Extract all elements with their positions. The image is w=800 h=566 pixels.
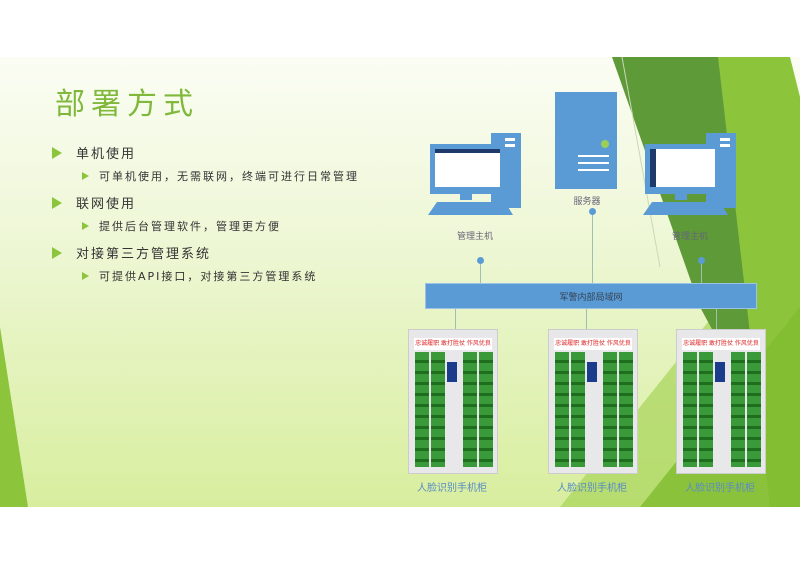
network-bar: 军警内部局域网 [425,283,757,309]
cabinet-banner: 忠诚履职 敢打胜仗 作风优良 [682,338,760,350]
locker-column [415,352,429,467]
server-icon [555,92,617,189]
phone-cabinet: 忠诚履职 敢打胜仗 作风优良 [548,329,638,474]
sub-bullet-label: 提供后台管理软件，管理更方便 [99,220,281,233]
connector-line [455,309,456,329]
sub-bullet: 提供后台管理软件，管理更方便 [82,218,281,234]
locker-column [731,352,745,467]
bullet-triangle-icon [52,196,62,209]
connector-dot [477,257,484,264]
bullet-label: 单机使用 [76,147,137,162]
computer-icon [643,133,736,215]
locker-column [463,352,477,467]
cabinet-banner: 忠诚履职 敢打胜仗 作风优良 [554,338,632,350]
connector-line [586,309,587,329]
face-scanner-screen [447,362,457,382]
locker-column [683,352,697,467]
connector-line [592,214,593,283]
connector-line [716,309,717,329]
cabinet-label: 人脸识别手机柜 [685,483,755,494]
slide: 部署方式 单机使用 可单机使用，无需联网，终端可进行日常管理 联网使用 提供后台… [0,57,800,507]
face-scanner-screen [715,362,725,382]
bullet-triangle-icon [82,222,89,230]
locker-column [619,352,633,467]
cabinet-label: 人脸识别手机柜 [557,483,627,494]
page-title: 部署方式 [55,87,199,122]
host-left-label: 管理主机 [456,232,493,242]
bullet-third-party: 对接第三方管理系统 [52,243,211,262]
sub-bullet-label: 可提供API接口，对接第三方管理系统 [99,270,318,283]
connector-dot [589,208,596,215]
phone-cabinet: 忠诚履职 敢打胜仗 作风优良 [408,329,498,474]
host-right-label: 管理主机 [671,232,708,242]
locker-column [571,352,585,467]
connector-line [701,260,702,283]
phone-cabinet: 忠诚履职 敢打胜仗 作风优良 [676,329,766,474]
sub-bullet: 可提供API接口，对接第三方管理系统 [82,268,317,284]
bullet-triangle-icon [52,246,62,259]
face-scanner-screen [587,362,597,382]
bullet-triangle-icon [82,172,89,180]
bullet-triangle-icon [52,146,62,159]
locker-column [555,352,569,467]
server-label: 服务器 [573,197,601,207]
locker-column [747,352,761,467]
cabinet-label: 人脸识别手机柜 [417,483,487,494]
sub-bullet-label: 可单机使用，无需联网，终端可进行日常管理 [99,170,359,183]
sub-bullet: 可单机使用，无需联网，终端可进行日常管理 [82,168,359,184]
locker-column [699,352,713,467]
bullet-label: 联网使用 [76,197,137,212]
bullet-networked: 联网使用 [52,193,136,212]
locker-column [603,352,617,467]
bullet-triangle-icon [82,272,89,280]
bullet-standalone: 单机使用 [52,143,136,162]
connector-line [480,260,481,283]
locker-column [479,352,493,467]
connector-dot [698,257,705,264]
cabinet-banner: 忠诚履职 敢打胜仗 作风优良 [414,338,492,350]
computer-icon [428,133,521,215]
locker-column [431,352,445,467]
bullet-label: 对接第三方管理系统 [76,247,212,262]
